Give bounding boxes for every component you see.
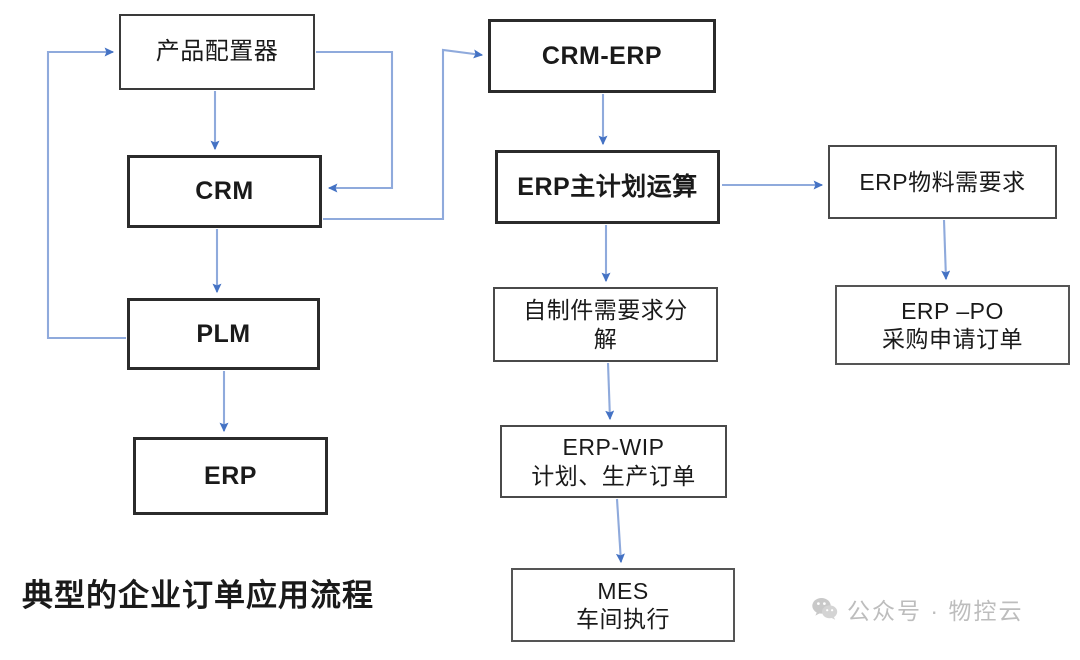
edge-erp-material-demand-to-erp-po bbox=[941, 219, 951, 281]
watermark: 公众号 · 物控云 bbox=[812, 592, 1023, 626]
watermark-text: 公众号 · 物控云 bbox=[847, 598, 1024, 624]
node-mes[interactable]: MES 车间执行 bbox=[511, 568, 735, 642]
edge-crm-to-crm-erp bbox=[323, 48, 484, 221]
node-crm-erp[interactable]: CRM-ERP bbox=[488, 19, 716, 93]
node-erp-wip[interactable]: ERP-WIP 计划、生产订单 bbox=[500, 425, 727, 498]
node-erp[interactable]: ERP bbox=[133, 437, 328, 515]
edge-erp-wip-to-mes bbox=[615, 498, 625, 564]
edge-self-made-part-demand-to-erp-wip bbox=[605, 362, 615, 421]
node-erp-master-plan[interactable]: ERP主计划运算 bbox=[495, 150, 720, 224]
diagram-caption: 典型的企业订单应用流程 bbox=[22, 578, 374, 613]
node-erp-po[interactable]: ERP –PO 采购申请订单 bbox=[835, 285, 1070, 365]
node-erp-material-demand[interactable]: ERP物料需要求 bbox=[828, 145, 1057, 219]
node-plm[interactable]: PLM bbox=[127, 298, 320, 370]
node-crm[interactable]: CRM bbox=[127, 155, 322, 228]
edge-plm-to-product-configurator bbox=[46, 47, 126, 340]
node-self-made-part-demand[interactable]: 自制件需要求分 解 bbox=[493, 287, 718, 362]
node-product-configurator[interactable]: 产品配置器 bbox=[119, 14, 315, 90]
edge-product-configurator-to-crm-right bbox=[316, 50, 394, 193]
wechat-icon bbox=[812, 598, 838, 620]
